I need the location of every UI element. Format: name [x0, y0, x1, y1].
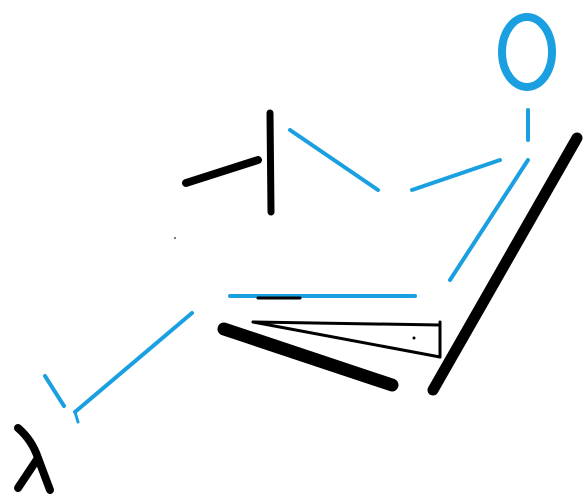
black-long-diagonal	[427, 132, 583, 396]
blue-strokes	[43, 108, 530, 424]
black-thin-mid	[251, 320, 442, 359]
blue-leg-line	[73, 311, 194, 414]
black-dot-small	[174, 237, 176, 239]
blue-foot-tick	[43, 374, 66, 408]
blue-shoulder-line	[410, 158, 502, 192]
black-thin-top	[251, 320, 442, 327]
black-thick-bottom	[217, 322, 399, 392]
black-short-slash	[182, 156, 262, 187]
blue-arm-upper	[288, 128, 380, 192]
blue-body-line	[448, 158, 530, 282]
black-dot	[412, 336, 416, 340]
blue-foot-end	[73, 410, 80, 424]
black-lambda-shape	[14, 424, 54, 494]
black-strokes	[14, 109, 583, 494]
blue-circle	[498, 13, 556, 91]
black-vertical-bar	[266, 109, 275, 216]
